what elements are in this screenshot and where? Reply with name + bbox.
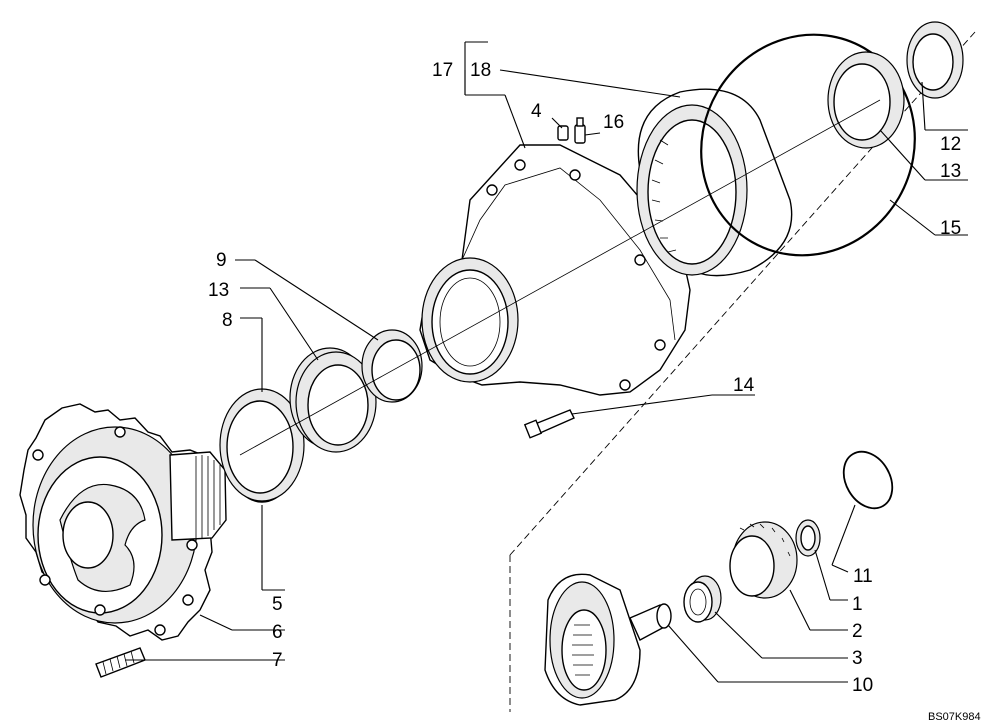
callout-2: 2 <box>852 621 863 642</box>
callout-4: 4 <box>531 101 542 122</box>
leader-lines <box>125 41 968 683</box>
callout-labels: 17 18 4 16 12 13 15 9 13 8 14 5 6 7 11 1… <box>208 60 961 696</box>
part-16-breather <box>574 117 586 144</box>
callout-6: 6 <box>272 622 283 643</box>
part-10-carrier <box>544 573 672 706</box>
callout-16: 16 <box>603 112 624 133</box>
part-6-hub <box>19 403 227 641</box>
part-14-bolt <box>523 409 575 439</box>
part-13-bearing-right <box>827 51 905 149</box>
callout-14: 14 <box>733 375 755 396</box>
part-11-snap-ring <box>842 450 894 510</box>
part-18-ring-gear <box>636 88 793 277</box>
part-12-nut <box>906 21 964 99</box>
part-8-bearing <box>219 388 305 502</box>
assembly-axis <box>239 99 881 456</box>
callout-13-right: 13 <box>940 161 961 182</box>
part-4-plug <box>557 125 569 141</box>
callout-9: 9 <box>216 250 227 271</box>
part-1-ring <box>795 519 821 557</box>
part-13-bearing-left <box>289 347 377 453</box>
callout-3: 3 <box>852 648 863 669</box>
part-2-gear <box>729 521 798 599</box>
callout-13-left: 13 <box>208 280 229 301</box>
callout-7: 7 <box>272 650 283 671</box>
drawing-code: BS07K984 <box>928 711 981 723</box>
part-17-housing <box>419 144 691 396</box>
callout-15: 15 <box>940 218 961 239</box>
callout-11: 11 <box>853 566 873 587</box>
part-15-o-ring <box>700 33 916 257</box>
callout-18: 18 <box>470 60 491 81</box>
part-7-stud <box>95 647 146 678</box>
callout-8: 8 <box>222 310 233 331</box>
callout-5: 5 <box>272 594 283 615</box>
callout-17: 17 <box>432 60 453 81</box>
callout-12: 12 <box>940 134 961 155</box>
callout-10: 10 <box>852 675 873 696</box>
part-3-bushing <box>683 575 722 623</box>
part-9-ring <box>361 329 423 403</box>
callout-1: 1 <box>852 594 863 615</box>
